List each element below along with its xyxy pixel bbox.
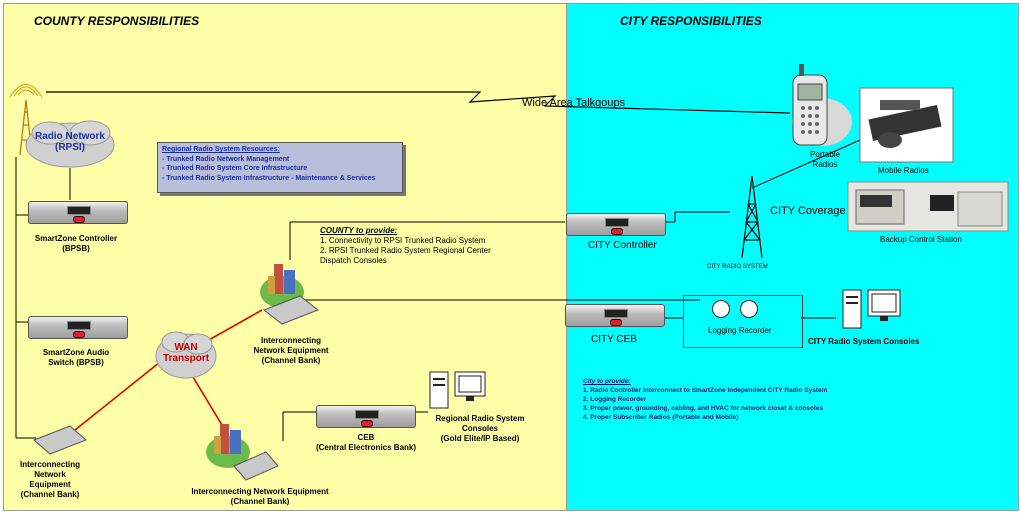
city-provide-item: 4. Proper Subscriber Radios (Portable an…: [583, 413, 883, 422]
backup-station-label: Backup Control Station: [880, 235, 962, 245]
ine-left-label: Interconnecting Network Equipment (Chann…: [10, 460, 90, 500]
portable-line2: Radios: [800, 160, 850, 170]
city-consoles-label: CITY Radio System Consoles: [808, 337, 919, 347]
backup-station-image: [848, 182, 1008, 231]
portable-radios-label: Portable Radios: [800, 150, 850, 170]
city-provide-item: 3. Proper power, grounding, cabling, and…: [583, 404, 883, 413]
ine-left-line4: (Channel Bank): [10, 490, 90, 500]
county-provide-item1: 1. Connectivity to RPSI Trunked Radio Sy…: [320, 236, 570, 246]
wide-area-link: [46, 92, 790, 113]
wide-area-label: Wide Area Talkgoups: [522, 97, 625, 109]
smartzone-controller-device: [28, 201, 128, 224]
city-provide-item: 1. Radio Controller interconnect to Smar…: [583, 386, 883, 395]
logging-recorder-label: Logging Recorder: [708, 326, 772, 336]
city-controller-label: CITY Controller: [588, 240, 657, 251]
city-provide-note: City to provide: 1. Radio Controller int…: [583, 377, 883, 422]
ceb-device: [316, 405, 416, 428]
regional-consoles-line1: Regional Radio System: [425, 414, 535, 424]
resources-title: Regional Radio System Resources:: [162, 145, 398, 155]
smartzone-audio-label: SmartZone Audio Switch (BPSB): [16, 348, 136, 368]
county-provide-title: COUNTY to provide:: [320, 226, 570, 236]
ine-bottom-line1: Interconnecting Network Equipment: [160, 487, 360, 497]
mobile-radios-label: Mobile Radios: [878, 166, 929, 176]
reel-icon-right: [740, 300, 758, 318]
smartzone-audio-line2: Switch (BPSB): [16, 358, 136, 368]
city-controller-device: [566, 213, 666, 236]
ine-upper-line2: Network Equipment: [236, 346, 346, 356]
wan-line1: WAN: [156, 342, 216, 353]
smartzone-audio-line1: SmartZone Audio: [16, 348, 136, 358]
county-provide-note: COUNTY to provide: 1. Connectivity to RP…: [320, 226, 570, 266]
regional-consoles-label: Regional Radio System Consoles (Gold Eli…: [425, 414, 535, 444]
ine-bottom-line2: (Channel Bank): [160, 497, 360, 507]
city-provide-item: 2. Logging Recorder: [583, 395, 883, 404]
regional-consoles-line2: Consoles: [425, 424, 535, 434]
city-ceb-device: [565, 304, 665, 327]
ine-left-line3: Equipment: [10, 480, 90, 490]
resources-item: - Trunked Radio System Core Infrastructu…: [162, 164, 398, 174]
ceb-line2: (Central Electronics Bank): [296, 443, 436, 453]
portable-line1: Portable: [800, 150, 850, 160]
reel-icon-left: [712, 300, 730, 318]
mobile-radio-image: [860, 88, 953, 162]
ine-left-line2: Network: [10, 470, 90, 480]
regional-consoles-line3: (Gold Elite/IP Based): [425, 434, 535, 444]
smartzone-controller-line2: (BPSB): [16, 244, 136, 254]
channel-bank-left: [34, 426, 86, 454]
ine-upper-line3: (Channel Bank): [236, 356, 346, 366]
ine-upper-label: Interconnecting Network Equipment (Chann…: [236, 336, 346, 366]
ine-left-line1: Interconnecting: [10, 460, 90, 470]
county-provide-item2: 2. RPSI Trunked Radio System Regional Ce…: [320, 246, 570, 256]
city-coverage-label: CITY Coverage: [770, 205, 846, 217]
smartzone-audio-device: [28, 316, 128, 339]
ine-bottom-label: Interconnecting Network Equipment (Chann…: [160, 487, 360, 507]
radio-network-line1: Radio Network: [26, 131, 114, 142]
smartzone-controller-line1: SmartZone Controller: [16, 234, 136, 244]
wan-label: WAN Transport: [156, 342, 216, 364]
city-radio-system-label: CITY RADIO SYSTEM: [707, 264, 768, 270]
city-tower: [742, 176, 762, 258]
ine-upper-line1: Interconnecting: [236, 336, 346, 346]
portable-radio-icon: [792, 64, 852, 146]
radio-network-line2: (RPSI): [26, 142, 114, 153]
resources-item: - Trunked Radio Network Management: [162, 155, 398, 165]
city-console-icon: [843, 290, 900, 328]
city-provide-title: City to provide:: [583, 377, 883, 386]
wan-line2: Transport: [156, 353, 216, 364]
ceb-label: CEB (Central Electronics Bank): [296, 433, 436, 453]
resources-item: - Trunked Radio System Infrastructure - …: [162, 174, 398, 184]
smartzone-controller-label: SmartZone Controller (BPSB): [16, 234, 136, 254]
county-provide-item2b: Dispatch Consoles: [320, 256, 570, 266]
ceb-line1: CEB: [296, 433, 436, 443]
city-ceb-label: CITY CEB: [591, 334, 637, 345]
resources-box: Regional Radio System Resources: - Trunk…: [157, 142, 403, 193]
radio-network-label: Radio Network (RPSI): [26, 131, 114, 153]
regional-console-icon: [430, 372, 485, 408]
